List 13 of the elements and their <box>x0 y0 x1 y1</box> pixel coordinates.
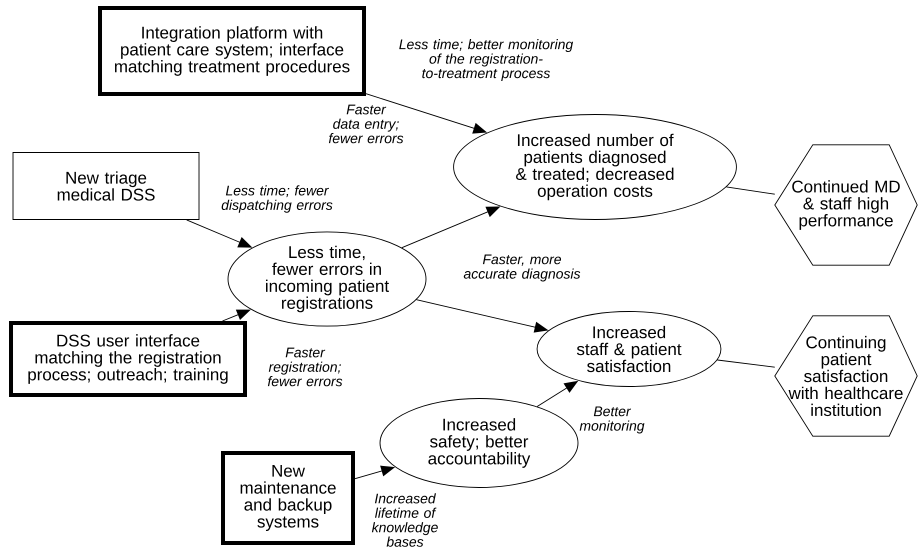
edge-label: Better monitoring <box>580 406 644 434</box>
system-box: Integration platform with patient care system; interface matching treatment procedures <box>98 6 366 96</box>
note-text: Faster data entry; fewer errors <box>328 104 404 144</box>
edge-label: Less time; better monitoring of the registration-to-treatment process <box>399 39 574 81</box>
system-box: DSS user interface matching the registration process; outreach; training <box>9 321 247 397</box>
edge-label: Increased lifetime of knowledge bases <box>372 493 438 547</box>
edge-label: Faster registration; fewer errors <box>268 348 342 386</box>
system-box: New maintenance and backup systems <box>221 451 355 545</box>
edge-label: Faster, more accurate diagnosis <box>464 254 580 282</box>
goal-hexagon: Continuing patient satisfaction with healthcare institution <box>774 315 918 437</box>
edge-label: Less time; fewer dispatching errors <box>222 185 332 213</box>
system-box: New triage medical DSS <box>12 152 200 220</box>
goal-hexagon: Continued MD & staff high performance <box>774 144 918 266</box>
